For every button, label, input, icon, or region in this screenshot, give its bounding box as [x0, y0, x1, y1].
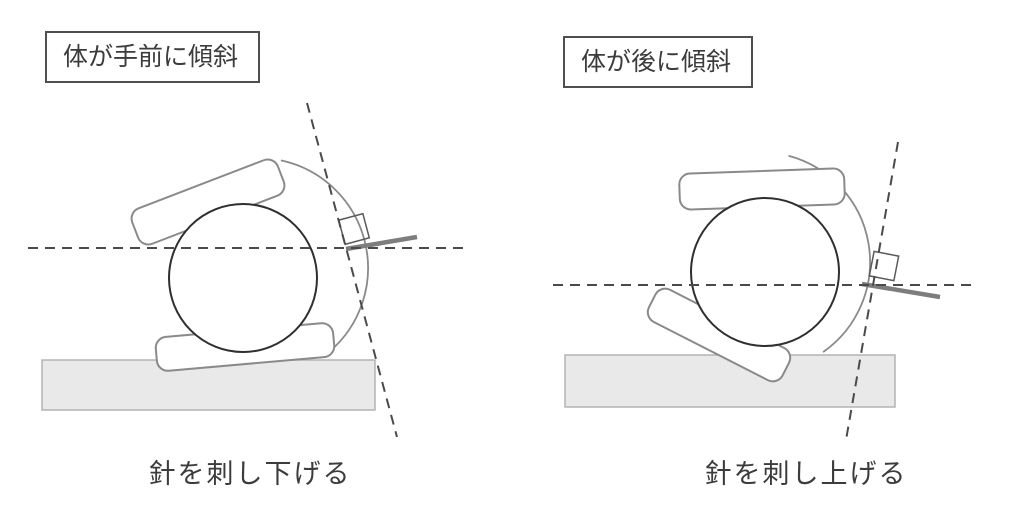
- panel-title: 体が後に傾斜: [581, 48, 732, 76]
- right-angle-marker: [337, 212, 371, 246]
- panel-body-lean-forward: 体が手前に傾斜 針を刺し下げる: [28, 31, 470, 489]
- panel-caption: 針を刺し下げる: [148, 459, 352, 489]
- needle: [861, 281, 941, 300]
- body-axis-line: [306, 102, 398, 438]
- body-circle: [690, 197, 840, 347]
- body-outline-arc: [280, 159, 369, 353]
- panel-body-lean-backward: 体が後に傾斜 針を刺し上げる: [512, 0, 1024, 513]
- table-surface: [41, 359, 376, 411]
- panel-title-box: 体が手前に傾斜: [45, 31, 261, 83]
- body-circle: [168, 203, 318, 353]
- panel-title-box: 体が後に傾斜: [563, 36, 754, 88]
- panel-caption: 針を刺し上げる: [704, 459, 908, 489]
- right-angle-marker: [868, 250, 900, 282]
- table-surface: [564, 354, 896, 408]
- diagram-lean-backward: [553, 141, 975, 441]
- panel-title: 体が手前に傾斜: [63, 43, 239, 71]
- diagram-lean-forward: [28, 102, 470, 438]
